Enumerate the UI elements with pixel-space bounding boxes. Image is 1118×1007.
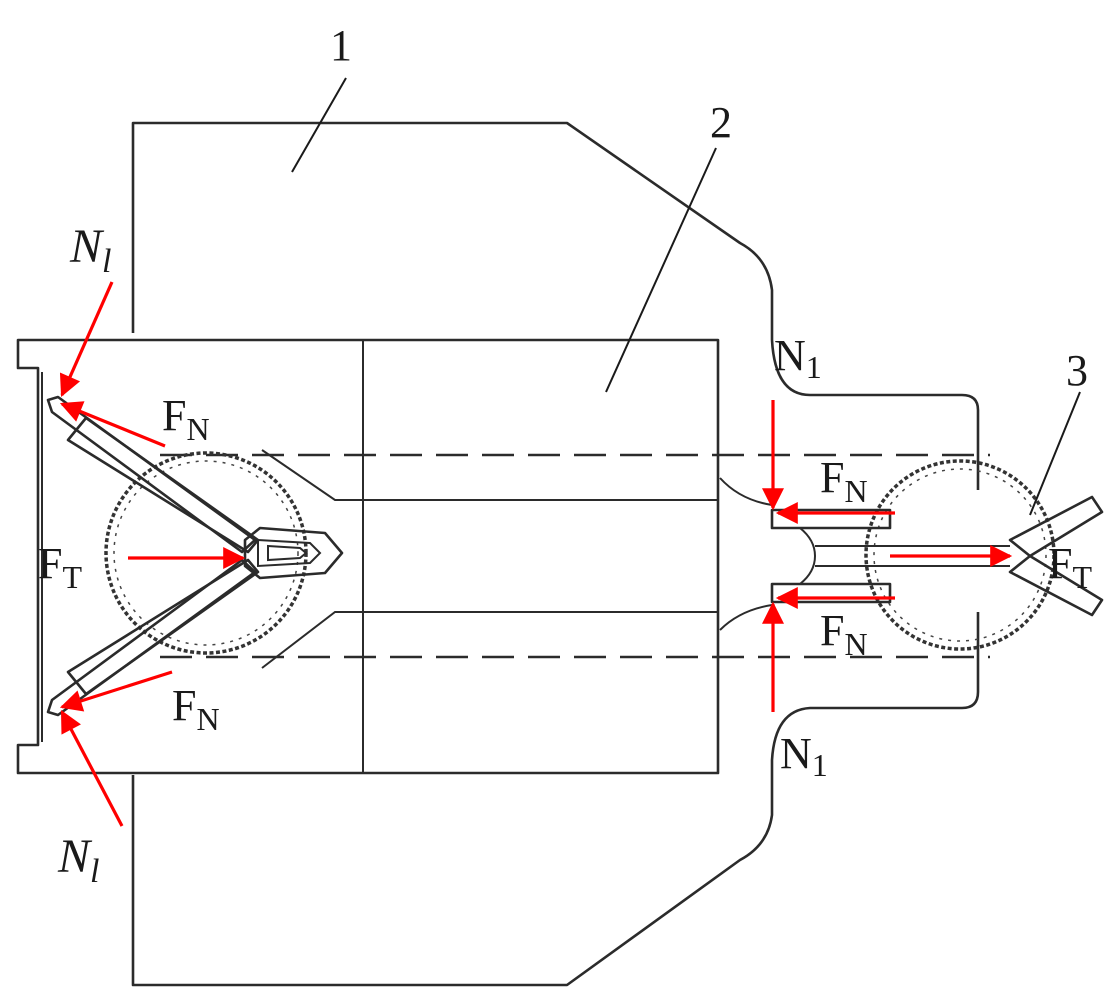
label-n1-bottom-left: Nl (57, 830, 99, 890)
carrier-block (16, 338, 720, 775)
dashed-envelope-lines (160, 453, 990, 659)
force-arrows (59, 281, 1013, 827)
label-fn-top-left: FN (162, 391, 210, 447)
label-ft-left: FT (38, 539, 82, 595)
label-fn-bottom-left: FN (172, 681, 220, 737)
housing-body (131, 121, 980, 987)
label-n1-top-left: Nl (69, 220, 111, 280)
label-n1-top-right: N1 (774, 331, 822, 385)
part-label-2: 2 (710, 98, 732, 147)
force-labels: Nl FN FT FN Nl N1 FN FT FN N1 (38, 220, 1092, 890)
label-ft-right: FT (1048, 539, 1092, 595)
part-labels: 1 2 3 (330, 21, 1088, 395)
right-gripper (719, 459, 1104, 651)
left-gripper (46, 395, 344, 717)
part-label-1: 1 (330, 21, 352, 70)
arrow-n1-top-left (59, 281, 114, 398)
label-fn-top-right: FN (820, 453, 868, 509)
label-n1-bottom-right: N1 (780, 729, 828, 783)
arrow-n1-bottom-left (60, 710, 124, 827)
arrow-fn-top-left (59, 401, 166, 448)
part-label-3: 3 (1066, 346, 1088, 395)
label-fn-bottom-right: FN (820, 606, 868, 662)
arrow-fn-bottom-left (59, 670, 173, 712)
right-ball-circle (864, 459, 1056, 651)
leader-lines (291, 77, 1081, 516)
